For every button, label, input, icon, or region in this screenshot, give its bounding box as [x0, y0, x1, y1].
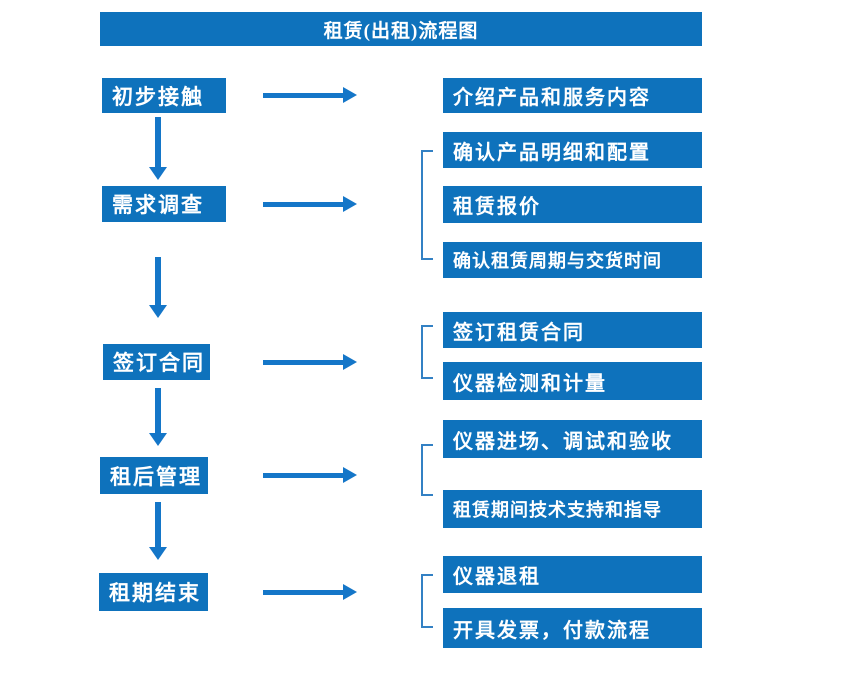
step-box-initial-contact: 初步接触 — [102, 78, 226, 113]
detail-box-invoice-payment: 开具发票，付款流程 — [443, 608, 702, 648]
arrow-down-icon-3 — [149, 388, 167, 446]
detail-box-instrument-return: 仪器退租 — [443, 556, 702, 593]
step-box-demand-survey: 需求调查 — [102, 186, 226, 222]
arrow-right-icon-3 — [263, 354, 357, 370]
step-box-lease-end: 租期结束 — [99, 573, 208, 611]
step-box-sign-contract: 签订合同 — [103, 344, 210, 380]
detail-box-rental-quote: 租赁报价 — [443, 186, 702, 223]
arrow-down-icon-1 — [149, 117, 167, 180]
bracket-group-post-rental — [421, 444, 433, 496]
page-title: 租赁(出租)流程图 — [323, 20, 479, 42]
arrow-down-icon-2 — [149, 257, 167, 318]
arrow-right-icon-2 — [263, 196, 357, 212]
bracket-group-sign-contract — [421, 325, 433, 379]
detail-box-instrument-setup-acceptance: 仪器进场、调试和验收 — [443, 420, 702, 458]
arrow-right-icon-4 — [263, 467, 357, 483]
title-bar: 租赁(出租)流程图 — [100, 12, 702, 46]
arrow-right-icon-1 — [263, 87, 357, 103]
detail-box-sign-rental-contract: 签订租赁合同 — [443, 312, 702, 348]
detail-box-confirm-rental-period: 确认租赁周期与交货时间 — [443, 242, 702, 278]
detail-box-rental-tech-support: 租赁期间技术支持和指导 — [443, 490, 702, 528]
step-box-post-rental-management: 租后管理 — [100, 457, 208, 494]
arrow-down-icon-4 — [149, 502, 167, 560]
detail-box-confirm-product-details: 确认产品明细和配置 — [443, 132, 702, 168]
bracket-group-lease-end — [421, 574, 433, 628]
arrow-right-icon-5 — [263, 584, 357, 600]
bracket-group-demand-survey — [421, 150, 433, 260]
detail-box-instrument-testing: 仪器检测和计量 — [443, 362, 702, 400]
detail-box-introduce-products: 介绍产品和服务内容 — [443, 78, 702, 113]
